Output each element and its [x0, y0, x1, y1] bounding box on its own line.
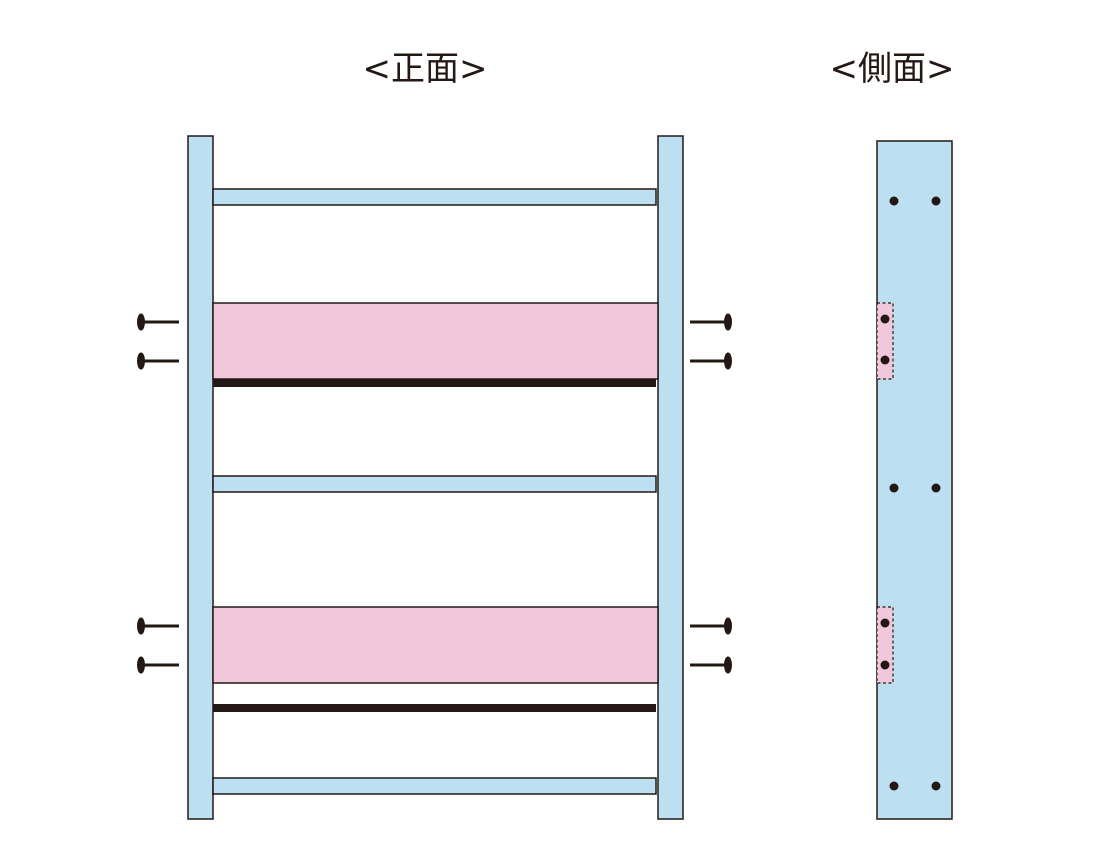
screw-hole: [889, 483, 899, 493]
screw-hole: [880, 660, 890, 670]
front-left-post: [187, 135, 214, 820]
screw-icon: [137, 313, 179, 331]
front-lower-shelf-bar: [213, 704, 656, 712]
screw-hole: [889, 196, 899, 206]
screw-hole: [880, 355, 890, 365]
screw-icon: [690, 313, 732, 331]
screw-hole: [931, 196, 941, 206]
screw-hole: [880, 314, 890, 324]
front-lower-shelf-panel: [212, 606, 659, 684]
front-bottom-rail: [212, 777, 657, 795]
side-upper-shelf-contact: [876, 302, 894, 380]
front-right-post: [657, 135, 684, 820]
side-view: [876, 140, 953, 820]
side-screw-holes: [880, 196, 941, 791]
screw-icon: [137, 617, 179, 635]
front-view: [187, 135, 684, 820]
front-view-title: <正面>: [363, 49, 488, 89]
front-top-rail: [212, 188, 657, 206]
front-middle-rail: [212, 475, 657, 493]
screw-icon: [690, 656, 732, 674]
screw-icon: [690, 352, 732, 370]
screw-hole: [931, 781, 941, 791]
side-lower-shelf-contact: [876, 606, 894, 684]
front-left-screws: [137, 313, 179, 674]
screw-icon: [137, 352, 179, 370]
front-upper-shelf-panel: [212, 302, 659, 380]
screw-hole: [880, 618, 890, 628]
screw-hole: [931, 483, 941, 493]
screw-icon: [690, 617, 732, 635]
screw-icon: [137, 656, 179, 674]
front-right-screws: [690, 313, 732, 674]
front-upper-shelf-bar: [213, 379, 656, 387]
screw-hole: [889, 781, 899, 791]
side-view-title: <側面>: [830, 49, 955, 89]
side-post: [876, 140, 953, 820]
